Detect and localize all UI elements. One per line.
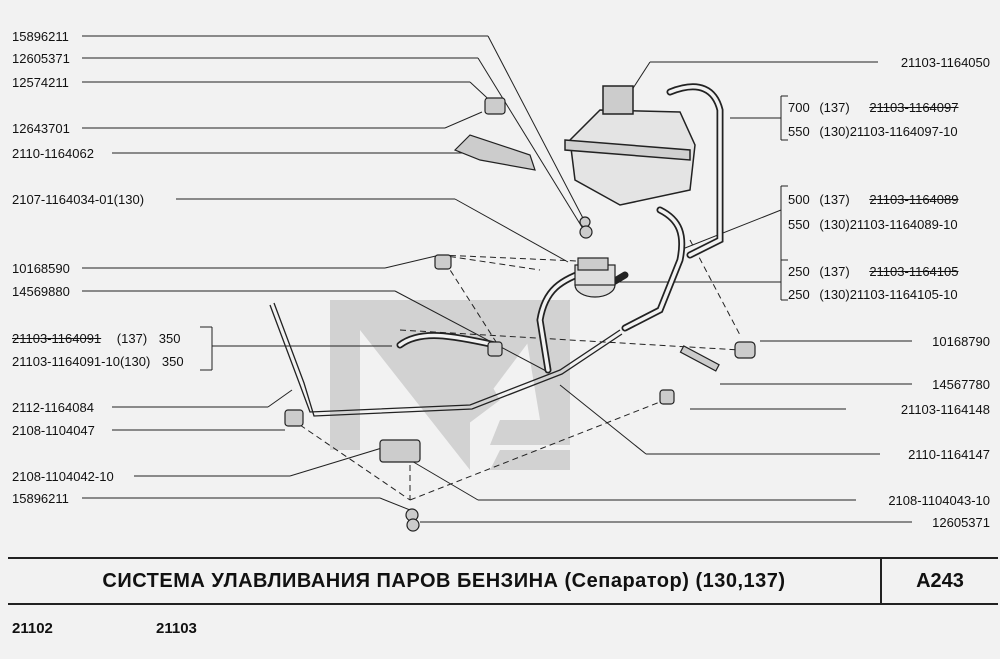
catalog-code: (137) (819, 264, 850, 279)
catalog-code: (137) (819, 192, 850, 207)
fuel-pipe (269, 302, 623, 417)
part-number: 21103-1164097 (869, 100, 959, 115)
right-group-3-row2: 250 (130)21103-1164105-10 (788, 287, 958, 302)
right-group-1-row1: 700 (137) 21103-1164097 (788, 100, 958, 115)
clips (284, 97, 756, 532)
length: 350 (161, 354, 184, 369)
catalog-code: (130) (819, 217, 850, 232)
model-label: 21103 (156, 620, 197, 637)
length: 350 (158, 331, 181, 346)
length: 550 (788, 217, 810, 232)
part-label: 15896211 (12, 491, 69, 506)
length: 250 (788, 287, 810, 302)
part-label: 14567780 (932, 377, 990, 392)
catalog-code: (130) (819, 124, 850, 139)
part-label: 2110-1164062 (12, 146, 94, 161)
part-label: 2107-1164034-01(130) (12, 192, 145, 207)
part-number: 21103-1164089-10 (849, 217, 958, 232)
title-bar: СИСТЕМА УЛАВЛИВАНИЯ ПАРОВ БЕНЗИНА (Сепар… (8, 557, 998, 605)
separator-tank (564, 85, 696, 206)
part-number: 21103-1164105 (869, 264, 959, 279)
part-label: 2108-1104042-10 (12, 469, 114, 484)
part-number: 21103-1164105-10 (849, 287, 958, 302)
part-label: 2110-1164147 (908, 447, 990, 462)
catalog-code: (137) (819, 100, 850, 115)
part-label: 14569880 (12, 284, 70, 299)
part-label: 12574211 (12, 75, 69, 90)
part-label: 21103-1164148 (900, 402, 990, 417)
catalog-code: (130) (819, 287, 850, 302)
part-label: 2108-1104047 (12, 423, 95, 438)
right-group-1-row2: 550 (130)21103-1164097-10 (788, 124, 958, 139)
part-number: 21103-1164097-10 (849, 124, 958, 139)
part-label: 21103-1164050 (900, 55, 990, 70)
length: 700 (788, 100, 810, 115)
right-group-2-row1: 500 (137) 21103-1164089 (788, 192, 958, 207)
left-group-row2: 21103-1164091-10(130) 350 (12, 354, 184, 369)
part-label: 2108-1104043-10 (888, 493, 990, 508)
part-number: 21103-1164089 (869, 192, 959, 207)
model-label: 21102 (12, 620, 53, 637)
valve (574, 257, 616, 298)
page-code: A243 (916, 570, 964, 592)
part-label: 2112-1164084 (12, 400, 94, 415)
part-label: 12605371 (932, 515, 990, 530)
left-group-row1: 21103-1164091 (137) 350 (12, 331, 180, 346)
right-group-2-row2: 550 (130)21103-1164089-10 (788, 217, 958, 232)
part-label: 10168790 (932, 334, 990, 349)
length: 500 (788, 192, 810, 207)
leader-lines (82, 35, 912, 523)
right-group-3-row1: 250 (137) 21103-1164105 (788, 264, 958, 279)
catalog-code: (137) (116, 331, 148, 346)
part-label: 15896211 (12, 29, 69, 44)
page-title: СИСТЕМА УЛАВЛИВАНИЯ ПАРОВ БЕНЗИНА (Сепар… (8, 559, 882, 603)
part-number: 21103-1164091-10(130) (12, 354, 151, 369)
length: 250 (788, 264, 810, 279)
part-label: 12643701 (12, 121, 70, 136)
part-label: 12605371 (12, 51, 70, 66)
length: 550 (788, 124, 810, 139)
part-number: 21103-1164091 (12, 331, 102, 346)
part-label: 10168590 (12, 261, 70, 276)
